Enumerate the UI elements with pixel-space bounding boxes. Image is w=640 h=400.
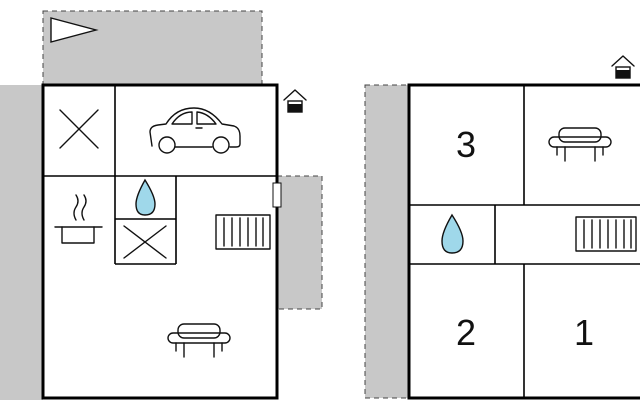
car-icon	[149, 107, 241, 154]
radiator-icon	[575, 216, 637, 252]
radiator-icon	[215, 214, 271, 250]
ground-floor-plan	[0, 10, 323, 400]
terrace-left	[0, 85, 43, 400]
water-drop-icon	[135, 178, 156, 216]
pot-icon	[54, 194, 103, 244]
sofa-icon	[548, 127, 612, 162]
cross-icon	[123, 225, 167, 259]
upper-floor-plan: 3 2 1	[364, 55, 640, 400]
upper-floor-outline	[407, 83, 640, 400]
house-entrance-icon	[611, 55, 635, 79]
terrace-right	[276, 175, 323, 310]
sofa-icon	[167, 323, 231, 358]
room-label-2: 2	[456, 312, 476, 353]
flag-icon	[50, 17, 99, 43]
balcony-left	[364, 84, 410, 399]
ground-floor-outline	[41, 83, 279, 400]
room-label-1: 1	[574, 312, 594, 353]
room-label-3: 3	[456, 124, 476, 165]
terrace-top	[42, 10, 263, 87]
water-drop-icon	[441, 213, 464, 254]
side-door	[272, 182, 282, 208]
house-entrance-icon	[283, 89, 307, 113]
cross-icon	[59, 109, 99, 149]
